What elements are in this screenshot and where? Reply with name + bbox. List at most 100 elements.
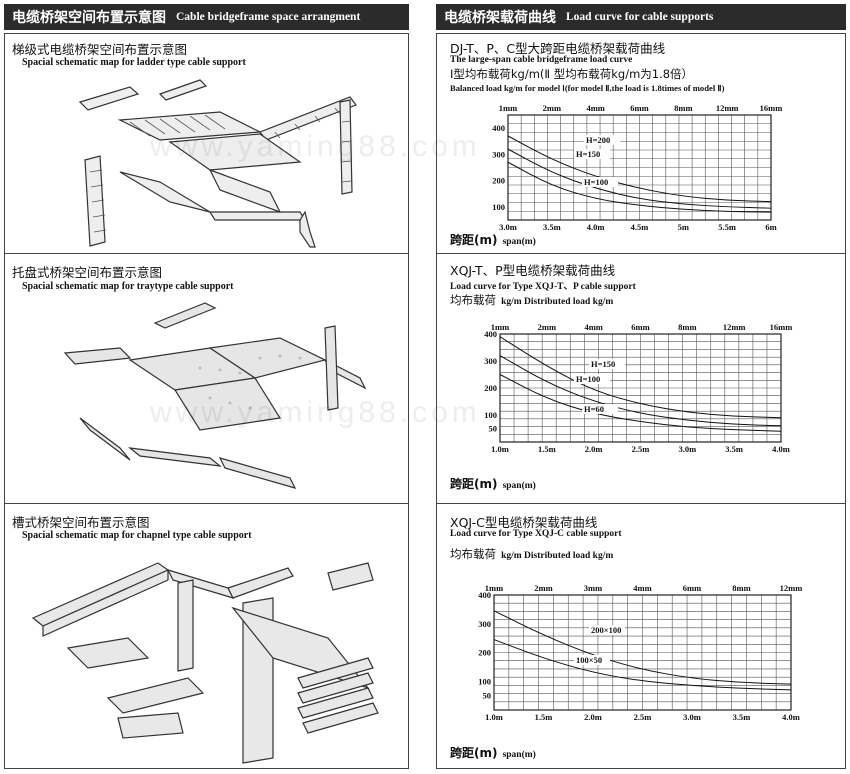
ladder-section-title-zh: 梯级式电缆桥架空间布置示意图 — [12, 42, 188, 57]
x-tick-label: 1.5m — [535, 712, 553, 722]
chart1-title-en: The large-span cable bridgeframe load cu… — [450, 55, 633, 65]
series-curve — [507, 135, 772, 203]
top-tick-label: 6mm — [631, 322, 649, 332]
top-tick-label: 8mm — [732, 583, 750, 593]
y-tick-label: 200 — [478, 648, 491, 658]
top-tick-label: 8mm — [678, 322, 696, 332]
x-tick-label: 3.5m — [543, 222, 561, 232]
x-tick-label: 3.0m — [678, 444, 696, 454]
y-tick-label: 300 — [492, 149, 505, 159]
tray-section-title-zh: 托盘式桥架空间布置示意图 — [12, 265, 163, 280]
chart1-subtitle-zh: I型均布载荷kg/m(Ⅱ 型均布载荷kg/m为1.8倍） — [450, 67, 694, 81]
left-header-title-zh: 电缆桥架空间布置示意图 — [12, 10, 166, 26]
plot-frame — [507, 114, 772, 221]
x-tick-label: 4.0m — [772, 444, 790, 454]
series-curve — [507, 161, 772, 213]
x-tick-label: 1.0m — [485, 712, 503, 722]
series-label-bg — [574, 655, 610, 665]
ladder-tray-illustration — [78, 79, 357, 248]
y-tick-label: 300 — [478, 619, 491, 629]
y-tick-label: 100 — [478, 676, 491, 686]
right-divider-1 — [436, 253, 846, 254]
right-header-title-en: Load curve for cable supports — [566, 11, 714, 23]
top-tick-label: 12mm — [780, 583, 803, 593]
x-tick-label: 5.5m — [718, 222, 736, 232]
top-tick-label: 2mm — [538, 322, 556, 332]
series-label: H=100 — [576, 374, 600, 384]
y-tick-label: 50 — [483, 691, 492, 701]
x-tick-label: 3.5m — [733, 712, 751, 722]
top-tick-label: 6mm — [683, 583, 701, 593]
top-tick-label: 3mm — [584, 583, 602, 593]
x-tick-label: 5m — [678, 222, 689, 232]
top-tick-label: 12mm — [723, 322, 746, 332]
y-tick-label: 50 — [489, 424, 498, 434]
chart3-xlabel-en: span(m) — [502, 750, 536, 760]
top-tick-label: 16mm — [760, 103, 783, 113]
top-tick-label: 4mm — [586, 103, 604, 113]
watermark-1: www.yaming88.com — [150, 130, 481, 163]
series-curve — [493, 610, 792, 685]
series-label: H=200 — [586, 135, 610, 145]
chart1-subtitle-en: Balanced load kg/m for model Ⅰ(for model… — [450, 83, 725, 93]
x-tick-label: 4.5m — [631, 222, 649, 232]
top-tick-label: 4mm — [584, 322, 602, 332]
y-tick-label: 200 — [492, 176, 505, 186]
chart3-xlabel: 跨距(m) span(m) — [450, 742, 536, 761]
chart1-xlabel-en: span(m) — [502, 237, 536, 247]
series-label-bg — [589, 625, 625, 635]
series-label: 100×50 — [576, 655, 602, 665]
channel-section-title-en: Spacial schematic map for chapnel type c… — [22, 530, 252, 541]
x-tick-label: 3.0m — [683, 712, 701, 722]
watermark-2: www.yaming88.com — [150, 396, 481, 429]
left-panel — [4, 33, 409, 769]
top-tick-label: 1mm — [485, 583, 503, 593]
y-tick-label: 400 — [478, 590, 491, 600]
x-tick-label: 3.5m — [725, 444, 743, 454]
plot-frame — [499, 333, 782, 443]
chart3-xlabel-zh: 跨距(m) — [450, 746, 498, 760]
left-header: 电缆桥架空间布置示意图 Cable bridgeframe space arra… — [4, 4, 409, 30]
chart2-subtitle-en: kg/m Distributed load kg/m — [501, 297, 614, 307]
chart3-subtitle-zh: 均布载荷 — [450, 547, 496, 561]
top-tick-label: 1mm — [499, 103, 517, 113]
series-label-bg — [584, 135, 620, 145]
plot-frame — [493, 594, 792, 711]
series-label: H=150 — [591, 359, 615, 369]
series-curve — [499, 355, 782, 427]
left-divider-2 — [4, 503, 409, 504]
series-label: H=100 — [584, 177, 608, 187]
y-tick-label: 100 — [484, 410, 497, 420]
series-curve — [493, 639, 792, 691]
channel-section-title-zh: 槽式桥架空间布置示意图 — [12, 515, 150, 530]
chart2-title-en: Load curve for Type XQJ-T、P cable suppor… — [450, 282, 636, 292]
x-tick-label: 2.5m — [634, 712, 652, 722]
y-tick-label: 400 — [492, 123, 505, 133]
y-tick-label: 400 — [484, 329, 497, 339]
y-tick-label: 300 — [484, 356, 497, 366]
x-tick-label: 4.0m — [782, 712, 800, 722]
top-tick-label: 4mm — [633, 583, 651, 593]
series-label: H=60 — [584, 404, 604, 414]
x-tick-label: 4.0m — [587, 222, 605, 232]
series-label-bg — [574, 149, 610, 159]
chart2-xlabel-en: span(m) — [502, 481, 536, 491]
series-label-bg — [582, 404, 618, 414]
series-label-bg — [582, 177, 618, 187]
top-tick-label: 6mm — [630, 103, 648, 113]
left-divider-1 — [4, 253, 409, 254]
x-tick-label: 2.5m — [632, 444, 650, 454]
series-label: H=150 — [576, 149, 600, 159]
chart1-title-zh: DJ-T、P、C型大跨距电缆桥架载荷曲线 — [450, 41, 666, 56]
x-tick-label: 2.0m — [585, 444, 603, 454]
top-tick-label: 2mm — [534, 583, 552, 593]
left-header-title-en: Cable bridgeframe space arrangment — [176, 11, 361, 23]
right-divider-2 — [436, 503, 846, 504]
chart2-xlabel-zh: 跨距(m) — [450, 477, 498, 491]
series-label: 200×100 — [591, 625, 621, 635]
